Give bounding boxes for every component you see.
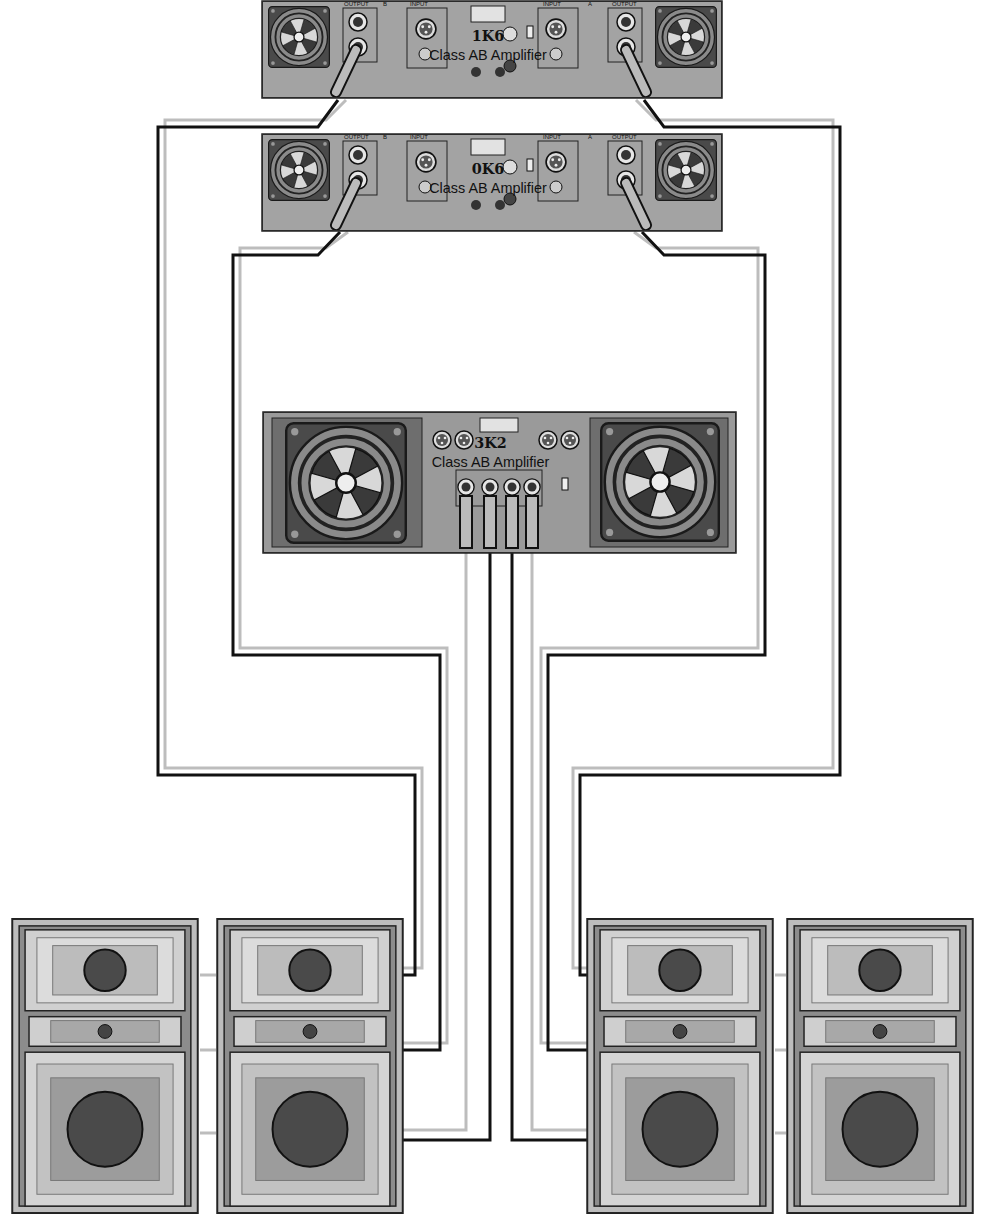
model-name: 3K2: [255, 434, 726, 451]
panel-label: INPUT: [543, 1, 561, 8]
model-name: 0K6: [259, 160, 717, 177]
amplifier-panel: 3K2Class AB Amplifier: [263, 412, 736, 553]
panel-label: OUTPUT: [612, 1, 637, 8]
panel-label: INPUT: [410, 134, 428, 141]
amplifier-panel: 0K6Class AB Amplifier: [262, 134, 722, 231]
panel-label: A: [588, 1, 592, 8]
panel-label: B: [383, 1, 387, 8]
amplifier-panel: 1K6Class AB Amplifier: [262, 1, 722, 98]
panel-label: B: [383, 134, 387, 141]
model-name: 1K6: [259, 27, 717, 44]
model-subtitle: Class AB Amplifier: [259, 47, 717, 63]
model-subtitle: Class AB Amplifier: [255, 454, 726, 470]
panel-label: OUTPUT: [612, 134, 637, 141]
panel-label: INPUT: [410, 1, 428, 8]
panel-label: OUTPUT: [344, 134, 369, 141]
panel-label: INPUT: [543, 134, 561, 141]
panel-label: A: [588, 134, 592, 141]
model-subtitle: Class AB Amplifier: [259, 180, 717, 196]
panel-label: OUTPUT: [344, 1, 369, 8]
